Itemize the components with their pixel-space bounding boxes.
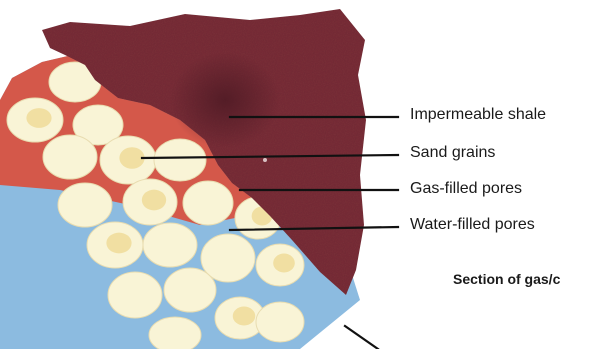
sand-grain bbox=[108, 272, 162, 318]
diagram-caption: Section of gas/c bbox=[453, 272, 560, 286]
sand-grain bbox=[58, 183, 112, 227]
sand-grain bbox=[43, 135, 97, 179]
sand-grain bbox=[183, 181, 233, 225]
label-gas-filled-pores: Gas-filled pores bbox=[410, 181, 522, 197]
sand-grain bbox=[154, 139, 206, 181]
sand-grain bbox=[143, 223, 197, 267]
sand-grain-stain bbox=[119, 147, 144, 169]
sand-grain-stain bbox=[26, 108, 51, 128]
label-impermeable-shale: Impermeable shale bbox=[410, 107, 546, 123]
shale-speck bbox=[263, 158, 267, 162]
shale-dark-patch bbox=[170, 52, 280, 148]
sand-grain bbox=[256, 302, 304, 342]
label-sand-grains: Sand grains bbox=[410, 145, 495, 161]
sand-grain bbox=[164, 268, 216, 312]
sand-grain-stain bbox=[233, 307, 256, 326]
label-water-filled-pores: Water-filled pores bbox=[410, 217, 535, 233]
sand-grain-stain bbox=[142, 190, 166, 211]
sand-grain-stain bbox=[273, 254, 295, 273]
pointer-line bbox=[345, 326, 378, 349]
sand-grain bbox=[149, 317, 201, 349]
sand-grain-stain bbox=[106, 233, 131, 254]
